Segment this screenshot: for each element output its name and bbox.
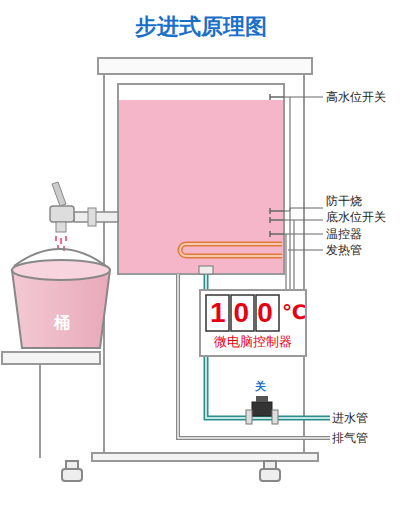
part-label: 高水位开关 — [326, 90, 386, 104]
part-label: 防干烧 — [326, 194, 362, 208]
part-label: 底水位开关 — [326, 210, 386, 224]
valve-label: 关 — [255, 380, 266, 393]
pipe-label: 排气管 — [332, 431, 368, 445]
part-label: 发热管 — [326, 243, 362, 257]
bucket-node: 桶 — [20, 290, 104, 340]
controller-panel: 100℃ 微电脑控制器 — [200, 290, 306, 356]
diagram-title: 步进式原理图 — [135, 14, 267, 40]
node-text: 桶 — [54, 313, 70, 332]
node-text: 100 — [210, 299, 281, 327]
node-text: ℃ — [282, 302, 306, 322]
part-label: 温控器 — [326, 227, 362, 241]
pipe-label: 进水管 — [332, 411, 368, 425]
node-text: 微电脑控制器 — [214, 334, 292, 350]
